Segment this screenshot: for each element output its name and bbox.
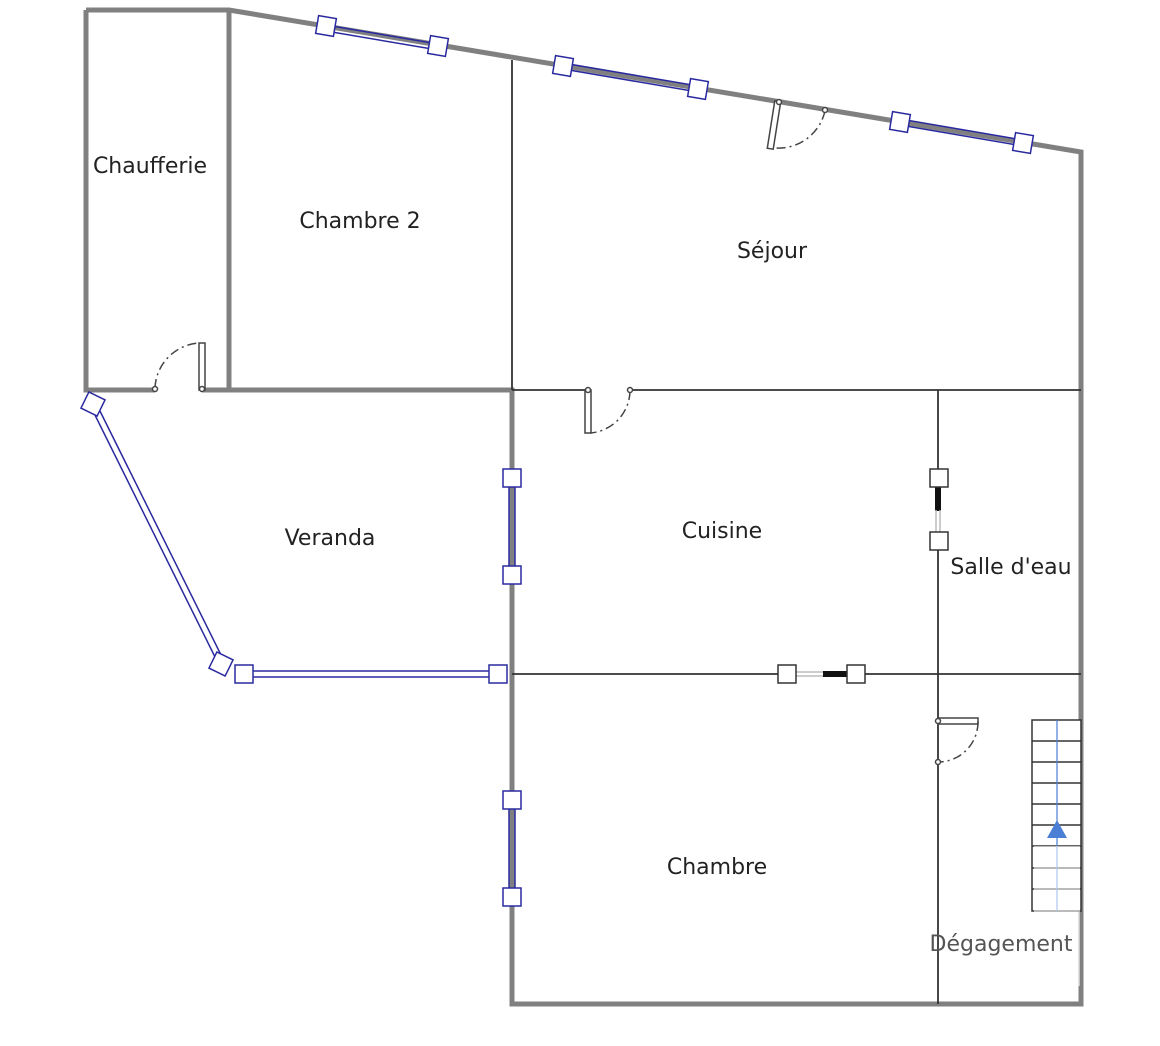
room-labels: Chaufferie Chambre 2 Séjour Veranda Cuis… xyxy=(93,154,1073,957)
outer-wall-main xyxy=(83,7,1084,1007)
window-veranda-diagonal xyxy=(79,390,235,678)
room-label-chaufferie: Chaufferie xyxy=(93,154,207,179)
doors xyxy=(151,98,979,766)
window-veranda-cuisine xyxy=(502,468,522,585)
door-sejour-cuisine xyxy=(584,386,634,434)
stair-fade-overlay xyxy=(1034,846,1080,986)
room-label-chambre2: Chambre 2 xyxy=(299,209,420,234)
stair-arrow-icon xyxy=(1047,820,1067,838)
door-chambre-degagement xyxy=(934,717,979,766)
room-label-sejour: Séjour xyxy=(737,239,808,264)
room-label-salle-eau: Salle d'eau xyxy=(950,555,1071,580)
windows xyxy=(79,14,1035,907)
window-veranda-bottom xyxy=(234,664,508,684)
door-sejour-exterior xyxy=(766,98,829,151)
sliding-doors xyxy=(777,468,949,684)
window-sejour-2 xyxy=(888,110,1035,155)
window-sejour-1 xyxy=(551,54,710,101)
room-label-veranda: Veranda xyxy=(285,526,376,551)
sliding-door-cuisine-chambre xyxy=(777,664,866,684)
door-chaufferie-veranda xyxy=(151,342,206,393)
room-label-degagement: Dégagement xyxy=(930,932,1073,957)
sliding-door-cuisine-salledeau xyxy=(929,468,949,551)
interior-walls xyxy=(511,60,1081,1004)
room-label-chambre: Chambre xyxy=(667,855,767,880)
exterior-walls xyxy=(83,7,1084,1007)
window-chambre-west xyxy=(502,790,522,907)
room-label-cuisine: Cuisine xyxy=(682,519,762,544)
staircase xyxy=(1031,719,1082,986)
window-chambre2 xyxy=(314,14,450,58)
